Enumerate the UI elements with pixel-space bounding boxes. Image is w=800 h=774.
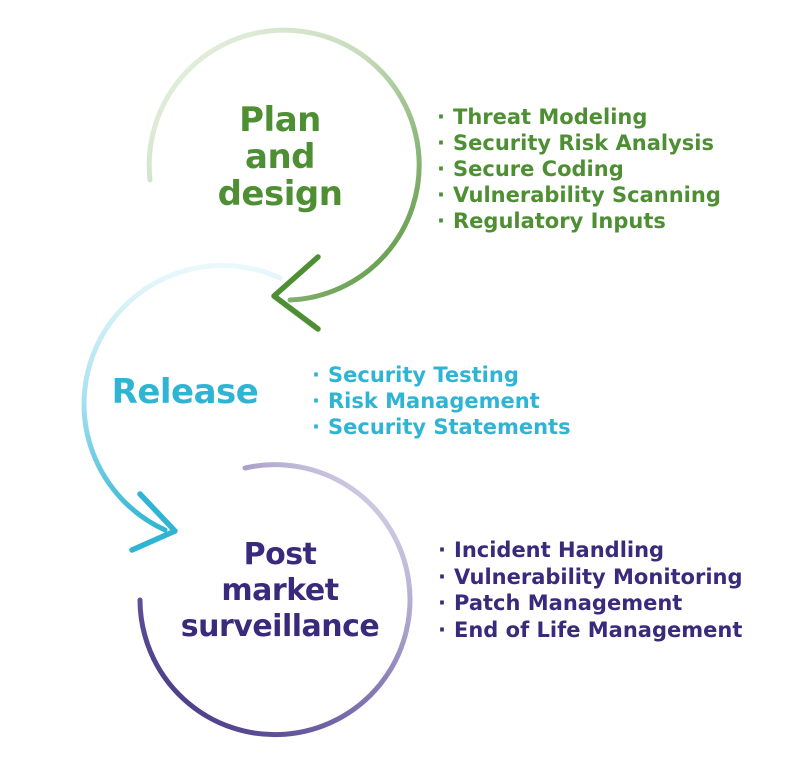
bullet-dot-icon: · bbox=[438, 591, 446, 615]
list-item-label: Patch Management bbox=[454, 591, 683, 615]
post-title-line: surveillance bbox=[180, 609, 380, 644]
list-item-label: Incident Handling bbox=[454, 538, 665, 562]
list-item: · Security Statements bbox=[312, 414, 571, 440]
list-item-label: Security Testing bbox=[328, 363, 519, 387]
post-activity-list: · Incident Handling · Vulnerability Monito… bbox=[438, 537, 743, 643]
release-arrowhead-icon bbox=[129, 491, 178, 553]
list-item: · Threat Modeling bbox=[437, 104, 721, 130]
list-item: · Patch Management bbox=[438, 590, 743, 617]
list-item-label: Regulatory Inputs bbox=[453, 209, 666, 233]
plan-title-line: design bbox=[217, 174, 343, 214]
release-title-line: Release bbox=[111, 372, 259, 412]
plan-cycle-arc bbox=[146, 27, 422, 303]
bullet-dot-icon: · bbox=[312, 415, 320, 439]
bullet-dot-icon: · bbox=[437, 105, 445, 129]
plan-title-line: Plan bbox=[239, 100, 321, 140]
bullet-dot-icon: · bbox=[437, 209, 445, 233]
list-item: · Secure Coding bbox=[437, 156, 721, 182]
list-item-label: Secure Coding bbox=[453, 157, 624, 181]
list-item: · Vulnerability Monitoring bbox=[438, 564, 743, 591]
bullet-dot-icon: · bbox=[312, 363, 320, 387]
bullet-dot-icon: · bbox=[438, 617, 446, 642]
release-activity-list: · Security Testing · Risk Management · Secu… bbox=[312, 362, 571, 440]
list-item: · Regulatory Inputs bbox=[437, 208, 721, 234]
plan-activity-list: · Threat Modeling · Security Risk Analysis… bbox=[437, 104, 721, 234]
list-item-label: Threat Modeling bbox=[453, 105, 648, 129]
list-item-label: Vulnerability Monitoring bbox=[454, 564, 743, 589]
post-title-line: market bbox=[221, 573, 339, 608]
list-item-label: Vulnerability Scanning bbox=[453, 183, 721, 207]
bullet-dot-icon: · bbox=[437, 183, 445, 207]
plan-title-line: and bbox=[245, 137, 316, 177]
bullet-dot-icon: · bbox=[437, 131, 445, 155]
release-stage-title: Release bbox=[95, 372, 275, 412]
list-item: · Security Risk Analysis bbox=[437, 130, 721, 156]
list-item: · Vulnerability Scanning bbox=[437, 182, 721, 208]
bullet-dot-icon: · bbox=[438, 538, 446, 562]
list-item-label: End of Life Management bbox=[454, 617, 743, 642]
list-item: · Security Testing bbox=[312, 362, 571, 388]
list-item-label: Security Statements bbox=[328, 415, 571, 439]
post-title-line: Post bbox=[243, 537, 317, 572]
plan-stage-title: Plan and design bbox=[205, 102, 355, 213]
bullet-dot-icon: · bbox=[312, 389, 320, 413]
list-item: · End of Life Management bbox=[438, 617, 743, 644]
bullet-dot-icon: · bbox=[438, 564, 446, 589]
list-item: · Incident Handling bbox=[438, 537, 743, 564]
list-item-label: Risk Management bbox=[328, 389, 540, 413]
post-cycle-arc bbox=[137, 462, 413, 738]
plan-arrowhead-icon bbox=[271, 254, 321, 332]
list-item-label: Security Risk Analysis bbox=[453, 131, 714, 155]
post-stage-title: Post market surveillance bbox=[160, 537, 400, 645]
release-cycle-arc bbox=[81, 263, 283, 533]
bullet-dot-icon: · bbox=[437, 157, 445, 181]
list-item: · Risk Management bbox=[312, 388, 571, 414]
